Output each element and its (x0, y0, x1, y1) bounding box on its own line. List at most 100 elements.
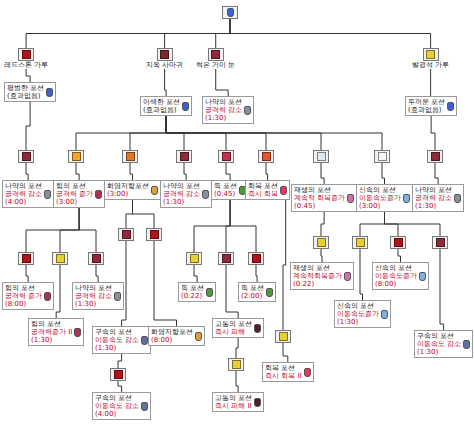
potion-box: 화염저항포션(8:00) (148, 326, 205, 346)
node-label: 나약의 포션 (163, 182, 200, 190)
potion-icon (454, 194, 461, 203)
ingredient-box (390, 236, 406, 249)
node-label: 두꺼운 포션 (408, 98, 445, 106)
potion-box: 회복 포션즉시 회복 (245, 180, 290, 200)
ingredient-box (313, 236, 329, 249)
effect-label: (1:30) (95, 344, 139, 352)
potion-box: 독 포션(0:45) (211, 180, 249, 200)
brew-connector (76, 116, 166, 150)
potion-box: 재생의 포션계속적회복증가(0:22) (290, 262, 354, 290)
potion-box: 힘의 포션공격력증가 II(1:30) (28, 318, 84, 346)
ingredient-box (88, 252, 104, 265)
potion-icon (141, 402, 148, 411)
ingredient-box (146, 228, 162, 241)
effect-label: (0:45) (294, 202, 345, 210)
text-stack: 화염저항포션(3:00) (107, 182, 149, 198)
item-frame (423, 48, 439, 61)
brew-connector (256, 265, 257, 282)
brew-connector (96, 265, 98, 282)
potion-icon (182, 102, 189, 111)
ingredient-box (352, 236, 368, 249)
brew-connector (79, 208, 96, 252)
item-frame (18, 150, 34, 163)
node-label: 신속의 포션 (375, 264, 417, 272)
effect-label: (1:30) (205, 114, 242, 122)
item-frame (432, 236, 448, 249)
text-stack: 구속의 포션이동속도 감소(1:30) (417, 332, 461, 356)
brew-connector (130, 116, 166, 150)
effect-label: 계속적 회복증가 (294, 194, 345, 202)
potion-icon (151, 186, 158, 195)
brew-connector (133, 200, 155, 228)
text-stack: 회복 포션즉시 회복 II (265, 364, 302, 380)
item-icon (160, 50, 169, 59)
potion-icon (280, 186, 287, 195)
brew-connector (431, 116, 435, 150)
potion-icon (447, 102, 454, 111)
potion-icon (202, 190, 209, 199)
effect-label: 즉시 피해 II (215, 402, 252, 410)
item-frame (374, 150, 390, 163)
ingredient-box (218, 150, 234, 163)
brew-connector (130, 163, 133, 180)
potion-icon (44, 190, 51, 199)
node-label: 어색한 포션 (143, 98, 180, 106)
node-label: 독 포션 (214, 182, 237, 190)
item-icon (180, 152, 189, 161)
effect-label: 이동속도증가 (375, 272, 417, 280)
item-frame (18, 48, 34, 61)
node-label: 레드스톤 가루 (4, 61, 48, 69)
item-icon (356, 238, 365, 247)
node-label: 화염저항포션 (107, 182, 149, 190)
item-icon (114, 370, 123, 379)
brew-connector (430, 69, 431, 96)
potion-box: 신속의 포션이동속도증가(8:00) (372, 262, 429, 290)
potion-box: 회복 포션즉시 회복 II (262, 362, 314, 382)
potion-box: 나약의 포션공격력 감소(1:30) (412, 184, 464, 212)
node-label: 고통의 포션 (215, 394, 252, 402)
potion-icon (463, 340, 470, 349)
brew-connector (230, 200, 256, 252)
potion-icon (206, 288, 213, 297)
text-stack: 독 포션(0:45) (214, 182, 237, 198)
item-frame (228, 358, 244, 371)
brew-connector (321, 249, 322, 262)
brew-connector (165, 69, 167, 96)
text-stack: 어색한 포션(효과없음) (143, 98, 180, 114)
item-frame (157, 48, 173, 61)
item-icon (279, 332, 288, 341)
brew-connector (126, 200, 133, 228)
brew-connector (236, 371, 238, 392)
brew-connector (216, 19, 230, 48)
potion-box: 구속의 포션이동속도 감소(4:00) (92, 392, 151, 420)
effect-label: 이동속도 감소 (95, 336, 139, 344)
effect-label: (4:00) (5, 198, 42, 206)
text-stack: 나약의 포션공격력 감소(1:30) (415, 186, 452, 210)
brew-connector (118, 354, 122, 368)
potion-icon (254, 398, 261, 407)
brew-connector (26, 19, 230, 48)
potion-box: 독 포션(0:22) (178, 282, 216, 302)
text-stack: 힘의 포션공격력 증가(3:00) (56, 182, 93, 206)
potion-box: 힘의 포션공격력 증가(8:00) (2, 282, 54, 310)
ingredient-box (18, 252, 34, 265)
brew-connector (398, 249, 401, 262)
node-label: 재생의 포션 (294, 186, 345, 194)
item-frame (248, 252, 264, 265)
text-stack: 나약의 포션공격력 감소(4:00) (5, 182, 42, 206)
text-stack: 회복 포션즉시 회복 (248, 182, 278, 198)
ingredient-box: 지옥 사마귀 (146, 48, 183, 69)
item-frame (88, 252, 104, 265)
potion-box: 구속의 포션이동속도 감소(1:30) (92, 326, 151, 354)
effect-label: 즉시 회복 (248, 190, 278, 198)
potion-icon (266, 288, 273, 297)
effect-label: 공격력증가 II (31, 328, 72, 336)
potion-icon (304, 368, 311, 377)
item-icon (72, 152, 81, 161)
potion-box: 독 포션(2:00) (238, 282, 276, 302)
effect-label: (3:00) (107, 190, 149, 198)
node-label: 독 포션 (181, 284, 204, 292)
text-stack: 독 포션(0:22) (181, 284, 204, 300)
effect-label: (0:22) (293, 280, 342, 288)
